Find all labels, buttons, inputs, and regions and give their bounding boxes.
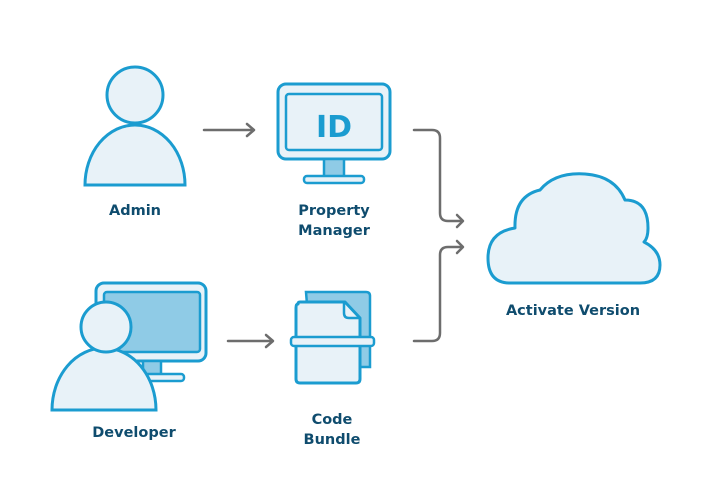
property-manager-monitor-icon: ID xyxy=(276,82,392,185)
label-property-manager-line-1: Property xyxy=(298,203,370,219)
arrow-developer-to-code-bundle xyxy=(226,333,275,349)
label-code-bundle: Code Bundle xyxy=(282,410,382,450)
label-code-bundle-line-1: Code xyxy=(311,412,353,428)
label-code-bundle-line-2: Bundle xyxy=(303,432,361,448)
label-property-manager: Property Manager xyxy=(284,201,384,241)
label-activate-version-line-1: Activate Version xyxy=(505,303,641,319)
activate-version-cloud-icon xyxy=(486,172,662,285)
label-property-manager-line-2: Manager xyxy=(298,223,370,239)
admin-person-icon xyxy=(83,65,187,187)
arrow-property-manager-to-activate-version xyxy=(412,128,465,229)
code-bundle-document-icon xyxy=(289,290,376,385)
label-developer: Developer xyxy=(74,423,194,443)
arrow-admin-to-property-manager xyxy=(202,122,256,138)
developer-person-icon xyxy=(50,300,158,412)
label-developer-line-1: Developer xyxy=(92,425,176,441)
arrow-code-bundle-to-activate-version xyxy=(412,239,465,343)
label-admin: Admin xyxy=(85,201,185,221)
label-activate-version: Activate Version xyxy=(493,301,653,321)
monitor-id-text: ID xyxy=(316,110,352,145)
label-admin-line-1: Admin xyxy=(108,203,161,219)
